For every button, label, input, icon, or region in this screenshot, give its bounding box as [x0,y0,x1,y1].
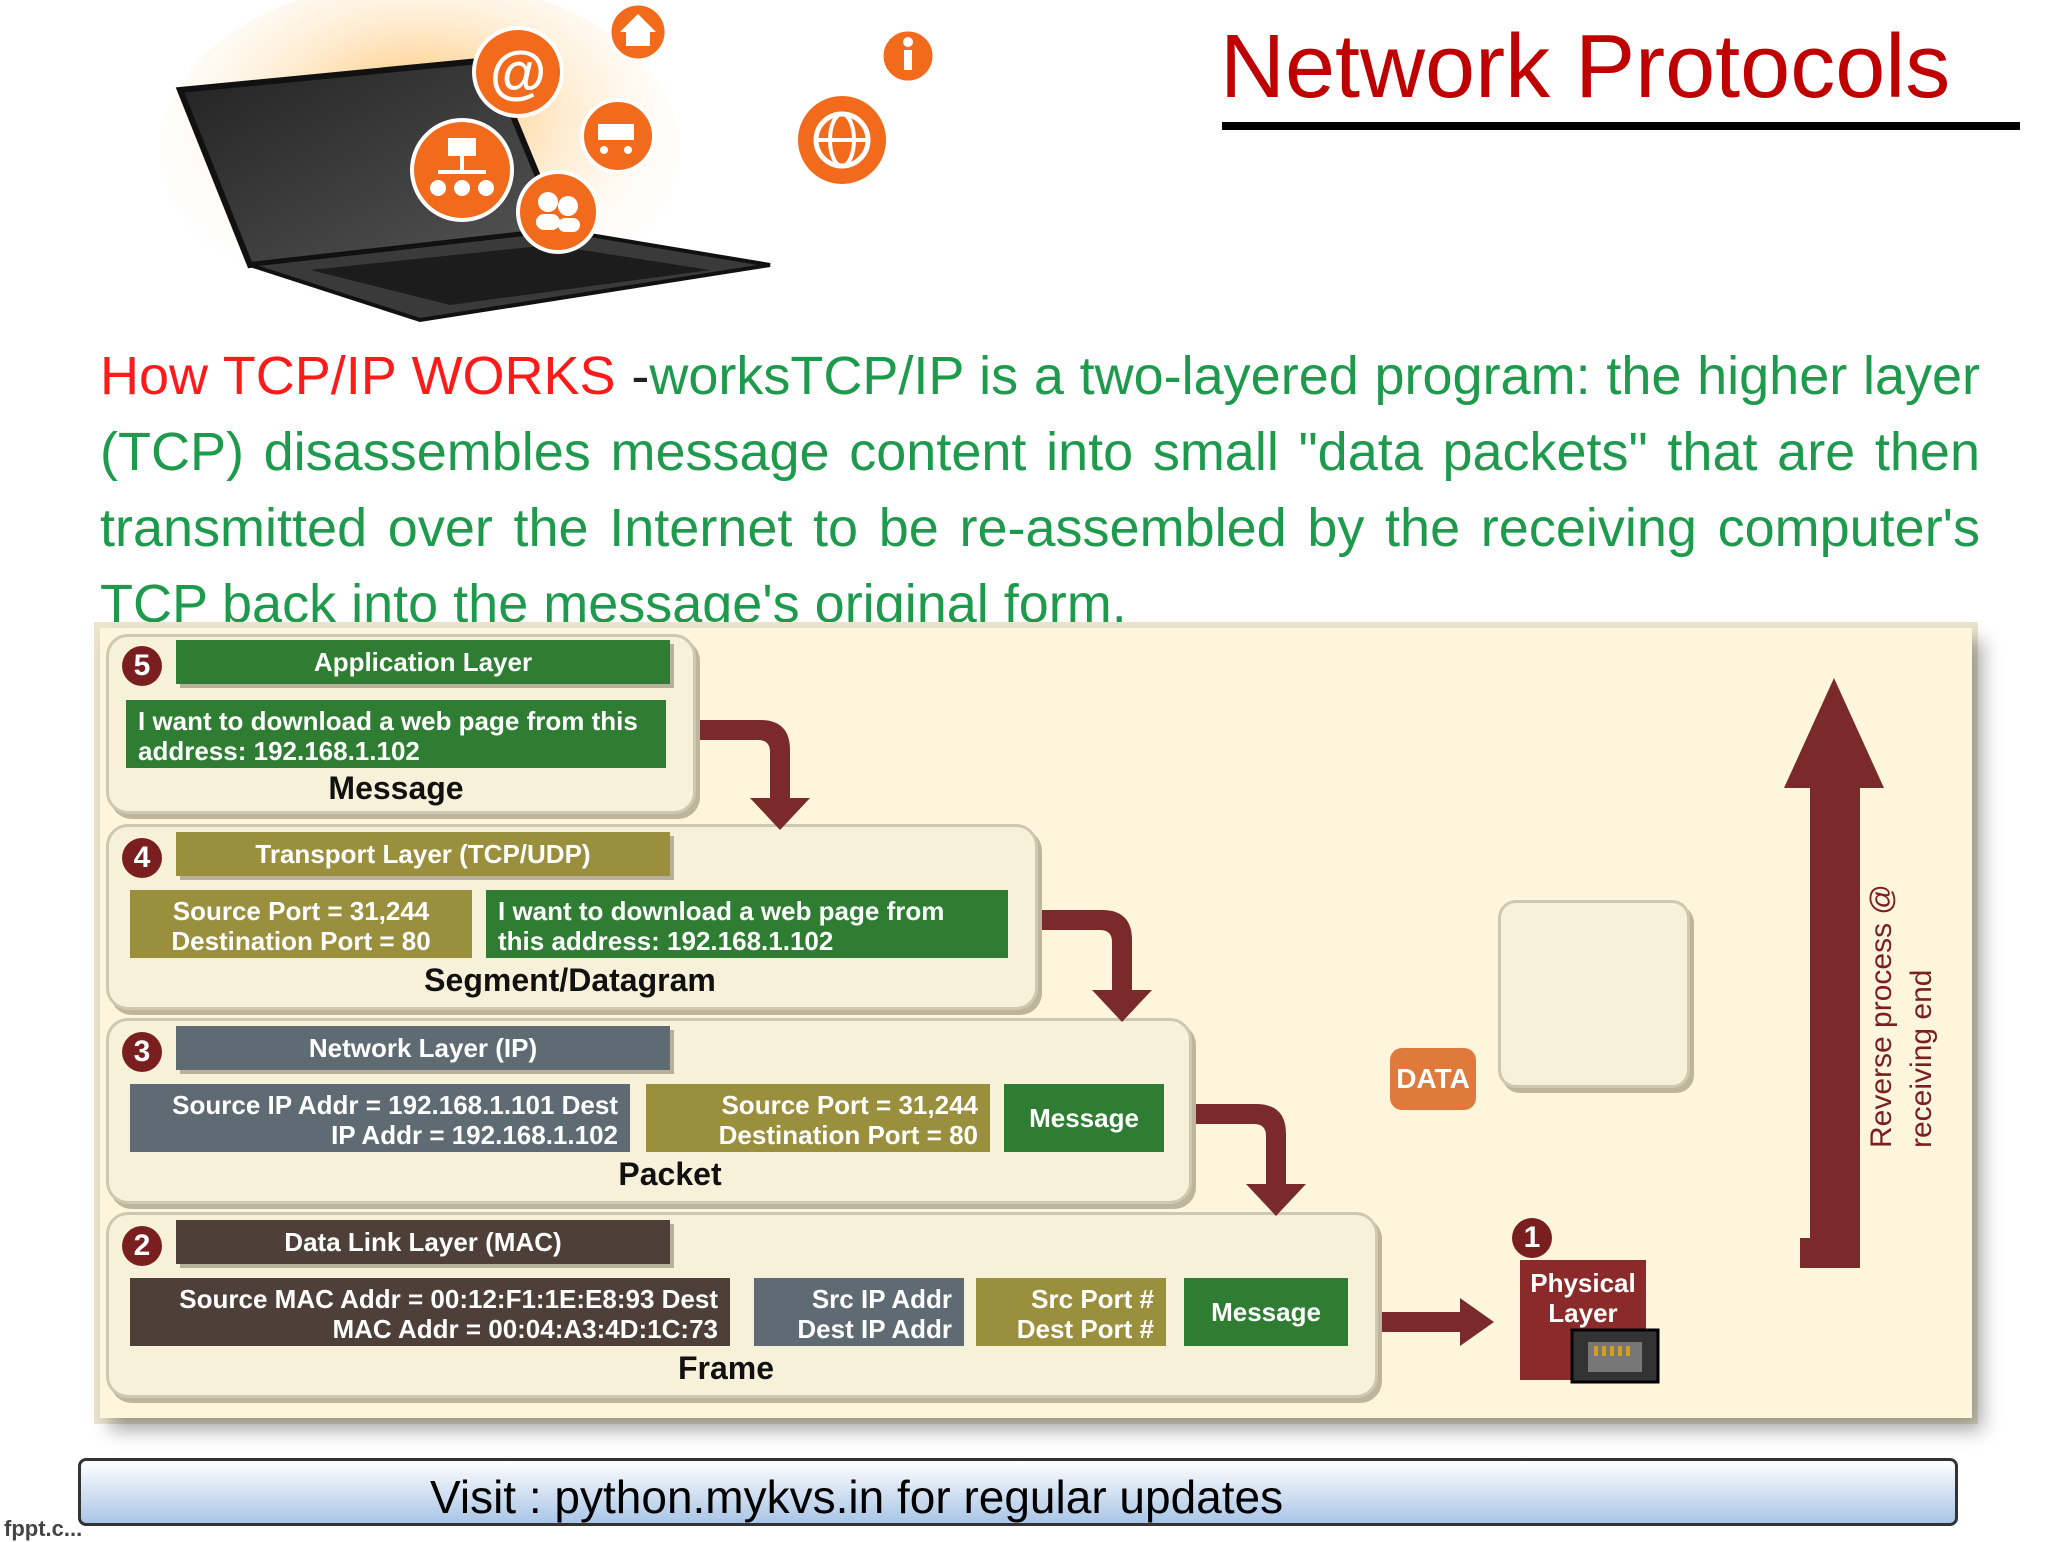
layer-caption: Segment/Datagram [424,962,716,998]
laptop-illustration: @ [160,0,936,323]
mac-address-box: Source MAC Addr = 00:12:F1:1E:E8:93 Dest… [130,1278,730,1346]
physical-layer-panel [1498,900,1690,1088]
title-underline [1222,122,2020,130]
home-icon [608,2,668,62]
footer-banner [78,1458,1958,1526]
email-icon: @ [472,26,564,118]
ip-address-box: Src IP Addr Dest IP Addr [754,1278,964,1346]
layer-number-badge: 3 [122,1032,162,1072]
users-icon [516,170,600,254]
tcpip-layer-diagram: 5 Application Layer I want to download a… [100,628,1972,1418]
ethernet-port-icon [1570,1328,1660,1384]
layer-heading: Data Link Layer (MAC) [176,1220,670,1264]
message-box: I want to download a web page from this … [126,700,666,768]
layer-heading: Application Layer [176,640,670,684]
message-box: I want to download a web page from this … [486,890,1008,958]
intro-paragraph: How TCP/IP WORKS -worksTCP/IP is a two-l… [100,338,1980,642]
cart-icon [580,98,656,174]
message-box: Message [1184,1278,1348,1346]
reverse-process-label: Reverse process @ receiving end [1865,884,1938,1148]
globe-icon [794,92,890,188]
layer-number-badge: 1 [1512,1218,1552,1258]
intro-dash: - [631,346,650,406]
footer-text: Visit : python.mykvs.in for regular upda… [430,1471,1284,1523]
intro-heading: How TCP/IP WORKS [100,346,616,406]
flow-arrows [700,678,1884,1346]
layer-heading: Transport Layer (TCP/UDP) [176,832,670,876]
layer-number-badge: 2 [122,1226,162,1266]
port-box: Source Port = 31,244 Destination Port = … [646,1084,990,1152]
info-icon [880,28,936,84]
message-box: Message [1004,1084,1164,1152]
svg-text:@: @ [490,40,547,105]
slide-title: Network Protocols [1220,17,1951,117]
layer-heading: Network Layer (IP) [176,1026,670,1070]
watermark: fppt.c... [4,1516,83,1541]
layer-number-badge: 4 [122,838,162,878]
data-tag: DATA [1390,1048,1476,1110]
port-box: Source Port = 31,244 Destination Port = … [130,890,472,958]
layer-caption: Message [328,770,464,806]
network-icon [410,118,514,222]
intro-text: worksTCP/IP is a two-layered program: th… [100,346,1981,634]
layer-number-badge: 5 [122,646,162,686]
ip-address-box: Source IP Addr = 192.168.1.101 Dest IP A… [130,1084,630,1152]
layer-caption: Packet [618,1156,722,1192]
port-box: Src Port # Dest Port # [976,1278,1166,1346]
layer-caption: Frame [677,1350,775,1386]
